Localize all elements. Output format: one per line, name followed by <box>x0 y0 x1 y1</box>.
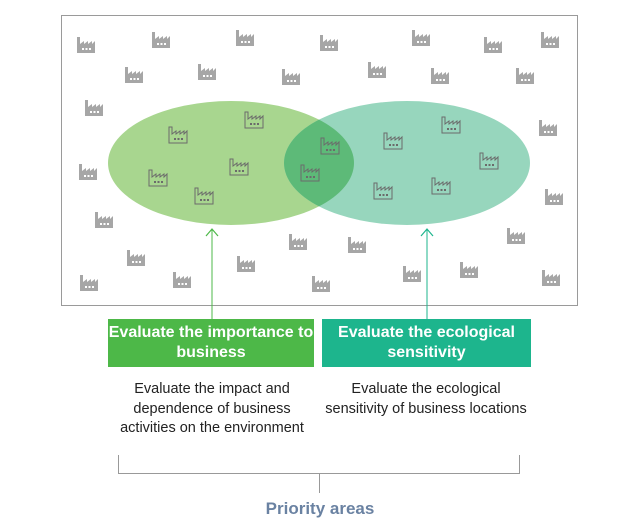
ecology-arrowhead <box>420 228 434 237</box>
factory-icon <box>539 120 557 136</box>
factory-icon <box>300 164 320 182</box>
factory-icon <box>289 234 307 250</box>
factory-icon <box>479 152 499 170</box>
factory-icon <box>431 177 451 195</box>
business-box-title: Evaluate the importance to business <box>108 324 314 361</box>
priority-bracket <box>118 455 520 474</box>
factory-icon <box>541 32 559 48</box>
factory-icon <box>348 237 366 253</box>
factory-icon <box>460 262 478 278</box>
factory-icon <box>545 189 563 205</box>
priority-areas-label: Priority areas <box>265 499 375 518</box>
factory-icon <box>431 68 449 84</box>
factory-icon <box>237 256 255 272</box>
factory-icon <box>148 169 168 187</box>
factory-icon <box>373 182 393 200</box>
business-arrowhead <box>205 228 219 237</box>
factory-icon <box>282 69 300 85</box>
factory-icon <box>194 187 214 205</box>
factory-icon <box>236 30 254 46</box>
factory-icon <box>80 275 98 291</box>
factory-icon <box>79 164 97 180</box>
factory-icon <box>173 272 191 288</box>
factory-icon <box>168 126 188 144</box>
factory-icon <box>403 266 421 282</box>
factory-icon <box>152 32 170 48</box>
factory-icon <box>516 68 534 84</box>
factory-icon <box>484 37 502 53</box>
factory-icon <box>542 270 560 286</box>
factory-icon <box>320 137 340 155</box>
ecology-description: Evaluate the ecological sensitivity of b… <box>325 381 527 417</box>
factory-icon <box>125 67 143 83</box>
ecology-box: Evaluate the ecological sensitivity <box>322 319 531 367</box>
ecology-ellipse <box>284 101 530 225</box>
factory-icon <box>85 100 103 116</box>
factory-icon <box>441 116 461 134</box>
factory-icon <box>368 62 386 78</box>
factory-icon <box>507 228 525 244</box>
factory-icon <box>383 132 403 150</box>
factory-icon <box>412 30 430 46</box>
factory-icon <box>320 35 338 51</box>
factory-icon <box>244 111 264 129</box>
business-box: Evaluate the importance to business <box>108 319 314 367</box>
business-description: Evaluate the impact and dependence of bu… <box>120 381 304 436</box>
factory-icon <box>77 37 95 53</box>
factory-icon <box>229 158 249 176</box>
factory-icon <box>312 276 330 292</box>
factory-icon <box>127 250 145 266</box>
factory-icon <box>198 64 216 80</box>
factory-icon <box>95 212 113 228</box>
ecology-box-title: Evaluate the ecological sensitivity <box>338 324 515 361</box>
